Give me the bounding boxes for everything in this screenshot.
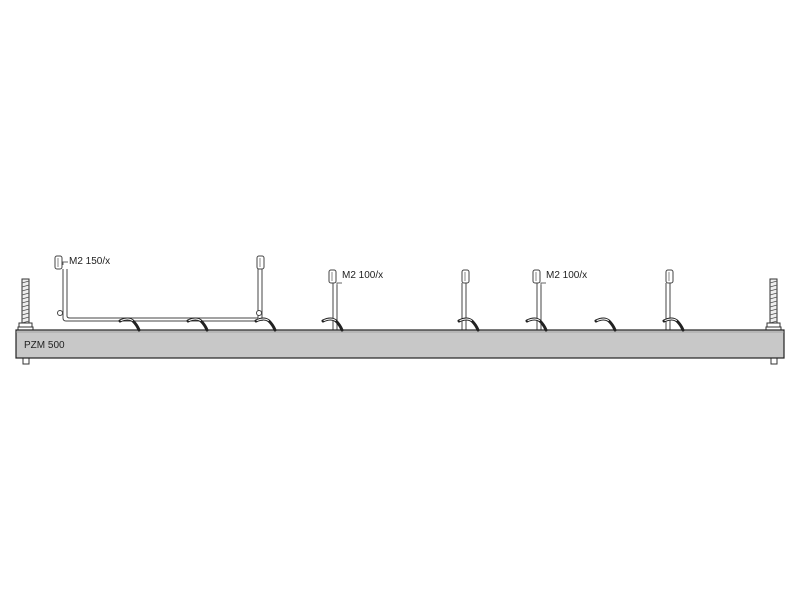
wire-clamp: [662, 317, 685, 332]
module-label-m2-100-b: M2 100/x: [546, 270, 587, 281]
module-label-m2-100-a: M2 100/x: [342, 270, 383, 281]
module-label-m2-150: M2 150/x: [69, 256, 110, 267]
rail-pzm-500: [15, 329, 785, 359]
rail-label: PZM 500: [24, 340, 65, 351]
wire-clamp: [254, 317, 277, 332]
left-threaded-rod: [17, 278, 34, 365]
module-frame-m2-150: [54, 255, 265, 322]
wire-clamp: [594, 317, 617, 332]
rail-body: [15, 329, 785, 359]
